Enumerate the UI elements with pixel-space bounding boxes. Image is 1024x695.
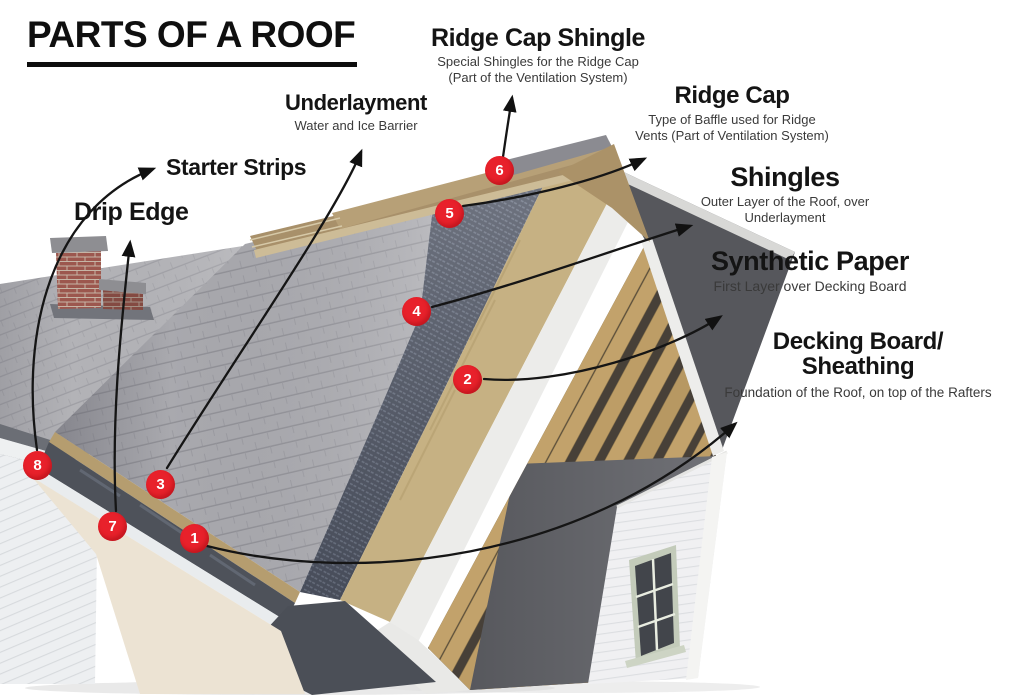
page-title: PARTS OF A ROOF (27, 15, 358, 67)
label-shingles: Shingles Outer Layer of the Roof, over U… (661, 163, 909, 226)
label-desc: First Layer over Decking Board (713, 278, 907, 295)
arrow-ridge-cap (461, 157, 648, 208)
label-title: Shingles (730, 162, 840, 192)
label-ridge-cap: Ridge Cap Type of Baffle used for Ridge … (611, 82, 853, 144)
marker-5-ridge-cap: 5 (435, 199, 464, 228)
label-desc: Foundation of the Roof, on top of the Ra… (724, 384, 992, 400)
ridge-end-boards (558, 144, 650, 242)
page-title-text: PARTS OF A ROOF (27, 15, 358, 67)
far-roof-deck (598, 161, 795, 456)
arrow-starter-strips (31, 167, 157, 452)
label-desc: Outer Layer of the Roof, over Underlayme… (700, 194, 870, 225)
label-decking-board: Decking Board/ Sheathing Foundation of t… (701, 328, 1015, 401)
arrow-drip-edge (113, 239, 136, 513)
label-title: Ridge Cap Shingle (430, 24, 646, 52)
label-underlayment: Underlayment Water and Ice Barrier (256, 90, 456, 134)
label-desc: Water and Ice Barrier (294, 117, 418, 133)
label-title: Ridge Cap (674, 82, 790, 109)
label-title: Decking Board/ Sheathing (772, 328, 944, 380)
marker-2-synthetic-paper: 2 (453, 365, 482, 394)
arrow-underlayment (165, 148, 363, 470)
ridge-cap (249, 135, 650, 258)
label-desc: Special Shingles for the Ridge Cap (Part… (437, 54, 639, 85)
marker-1-decking-board: 1 (180, 524, 209, 553)
marker-7-drip-edge: 7 (98, 512, 127, 541)
label-starter-strips: Starter Strips (166, 154, 307, 180)
marker-8-starter-strips: 8 (23, 451, 52, 480)
marker-6-ridge-cap-shingle: 6 (485, 156, 514, 185)
gable-trim-left (362, 190, 640, 694)
eave-layers (32, 432, 436, 695)
underlayment-plane (300, 172, 550, 600)
arrow-synthetic-paper (482, 315, 723, 381)
label-ridge-cap-shingle: Ridge Cap Shingle Special Shingles for t… (392, 25, 684, 86)
window (625, 545, 686, 668)
callout-arrows (31, 94, 738, 565)
label-title: Underlayment (285, 90, 427, 115)
label-synthetic-paper: Synthetic Paper First Layer over Decking… (656, 247, 964, 295)
marker-4-shingles: 4 (402, 297, 431, 326)
label-title: Starter Strips (166, 154, 307, 180)
arrow-shingles (430, 223, 694, 309)
arrow-ridge-cap-shingle (501, 94, 517, 159)
label-title: Synthetic Paper (710, 246, 910, 276)
marker-3-underlayment: 3 (146, 470, 175, 499)
arrow-decking-board (205, 421, 738, 565)
label-drip-edge: Drip Edge (74, 198, 189, 226)
label-desc: Type of Baffle used for Ridge Vents (Par… (635, 111, 829, 143)
house-wall (588, 450, 728, 684)
label-title: Drip Edge (74, 198, 189, 226)
